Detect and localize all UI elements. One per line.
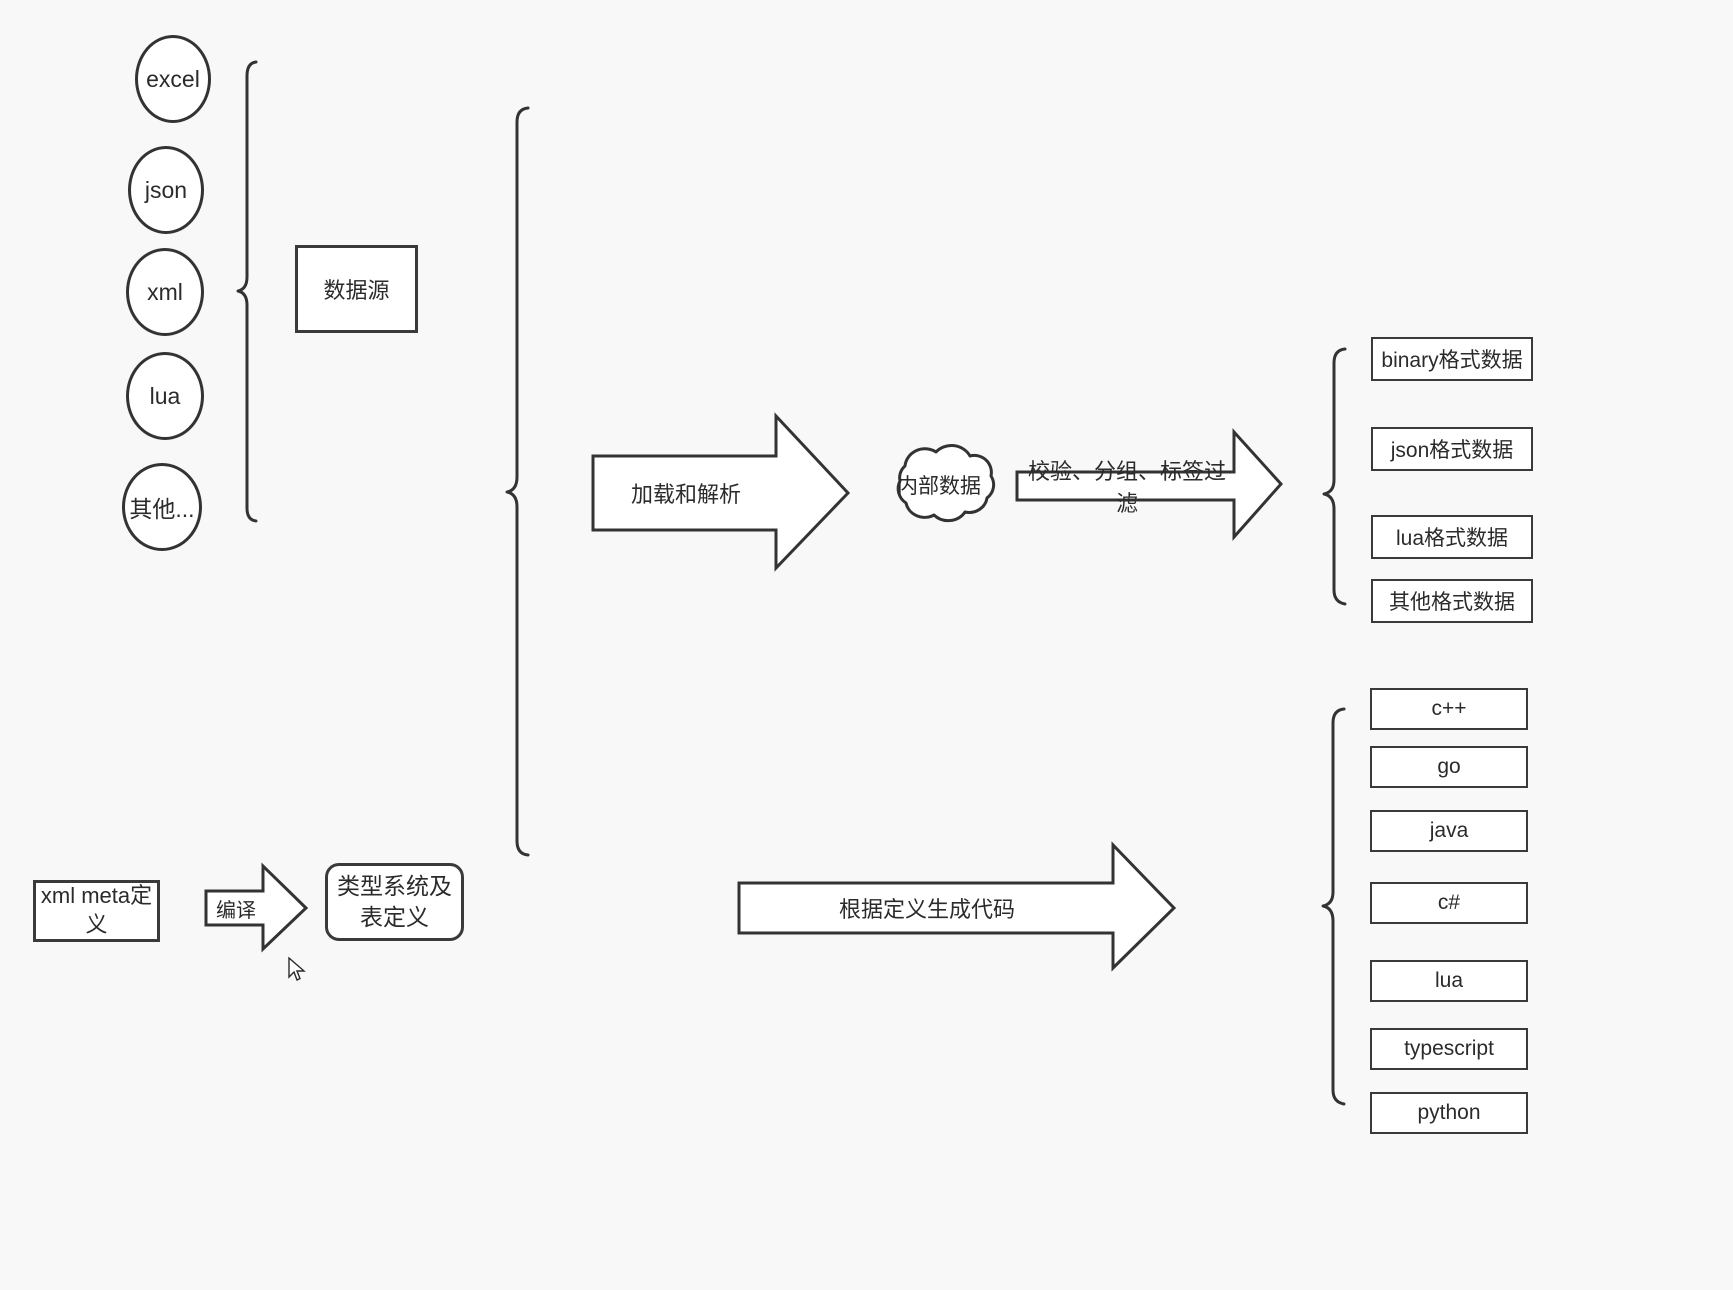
codegen-box-csharp[interactable]: c# [1370, 882, 1528, 924]
filter-arrow-label: 校验、分组、标签过滤 [1027, 459, 1226, 516]
mouse-cursor [288, 957, 306, 981]
source-node-excel[interactable]: excel [135, 35, 211, 123]
xml-meta-box[interactable]: xml meta定义 [33, 880, 160, 942]
source-group-brace [236, 60, 258, 523]
codegen-box-label: java [1429, 819, 1469, 842]
codegen-box-label: typescript [1404, 1037, 1494, 1060]
codegen-box-lua[interactable]: lua [1370, 960, 1528, 1002]
output-box-binary[interactable]: binary格式数据 [1371, 337, 1533, 381]
source-node-xml[interactable]: xml [126, 248, 204, 336]
output-box-label: 其他格式数据 [1389, 591, 1515, 614]
data-source-label: 数据源 [323, 278, 390, 303]
output-group-brace [1322, 347, 1347, 606]
source-node-label: xml [147, 278, 183, 305]
codegen-box-label: c++ [1431, 697, 1467, 720]
output-box-lua[interactable]: lua格式数据 [1371, 515, 1533, 559]
load-parse-arrow-label: 加载和解析 [630, 482, 741, 507]
output-box-label: binary格式数据 [1381, 349, 1523, 372]
source-node-label: 其他... [129, 496, 195, 522]
type-system-label: 类型系统及表定义 [337, 872, 452, 930]
data-source-box[interactable]: 数据源 [295, 245, 418, 333]
codegen-box-label: go [1437, 755, 1461, 778]
internal-data-cloud-label: 内部数据 [897, 475, 981, 498]
output-box-label: lua格式数据 [1395, 527, 1509, 550]
compile-arrow-label: 编译 [216, 899, 256, 922]
source-node-other[interactable]: 其他... [122, 463, 202, 551]
codegen-box-typescript[interactable]: typescript [1370, 1028, 1528, 1070]
source-node-lua[interactable]: lua [126, 352, 204, 440]
codegen-group-brace [1321, 707, 1346, 1106]
output-box-json[interactable]: json格式数据 [1371, 427, 1533, 471]
codegen-box-go[interactable]: go [1370, 746, 1528, 788]
output-box-label: json格式数据 [1390, 439, 1514, 462]
xml-meta-label: xml meta定义 [40, 883, 153, 937]
source-node-label: json [144, 176, 188, 203]
codegen-box-label: python [1417, 1101, 1481, 1124]
source-node-label: lua [149, 382, 181, 409]
codegen-box-python[interactable]: python [1370, 1092, 1528, 1134]
source-node-label: excel [146, 65, 200, 92]
codegen-box-label: c# [1437, 891, 1461, 914]
codegen-box-label: lua [1434, 969, 1464, 992]
output-box-other[interactable]: 其他格式数据 [1371, 579, 1533, 623]
codegen-box-cpp[interactable]: c++ [1370, 688, 1528, 730]
source-node-json[interactable]: json [128, 146, 204, 234]
codegen-arrow-label: 根据定义生成代码 [838, 897, 1015, 922]
codegen-box-java[interactable]: java [1370, 810, 1528, 852]
pipeline-input-brace [505, 106, 530, 857]
type-system-box[interactable]: 类型系统及表定义 [325, 863, 464, 941]
